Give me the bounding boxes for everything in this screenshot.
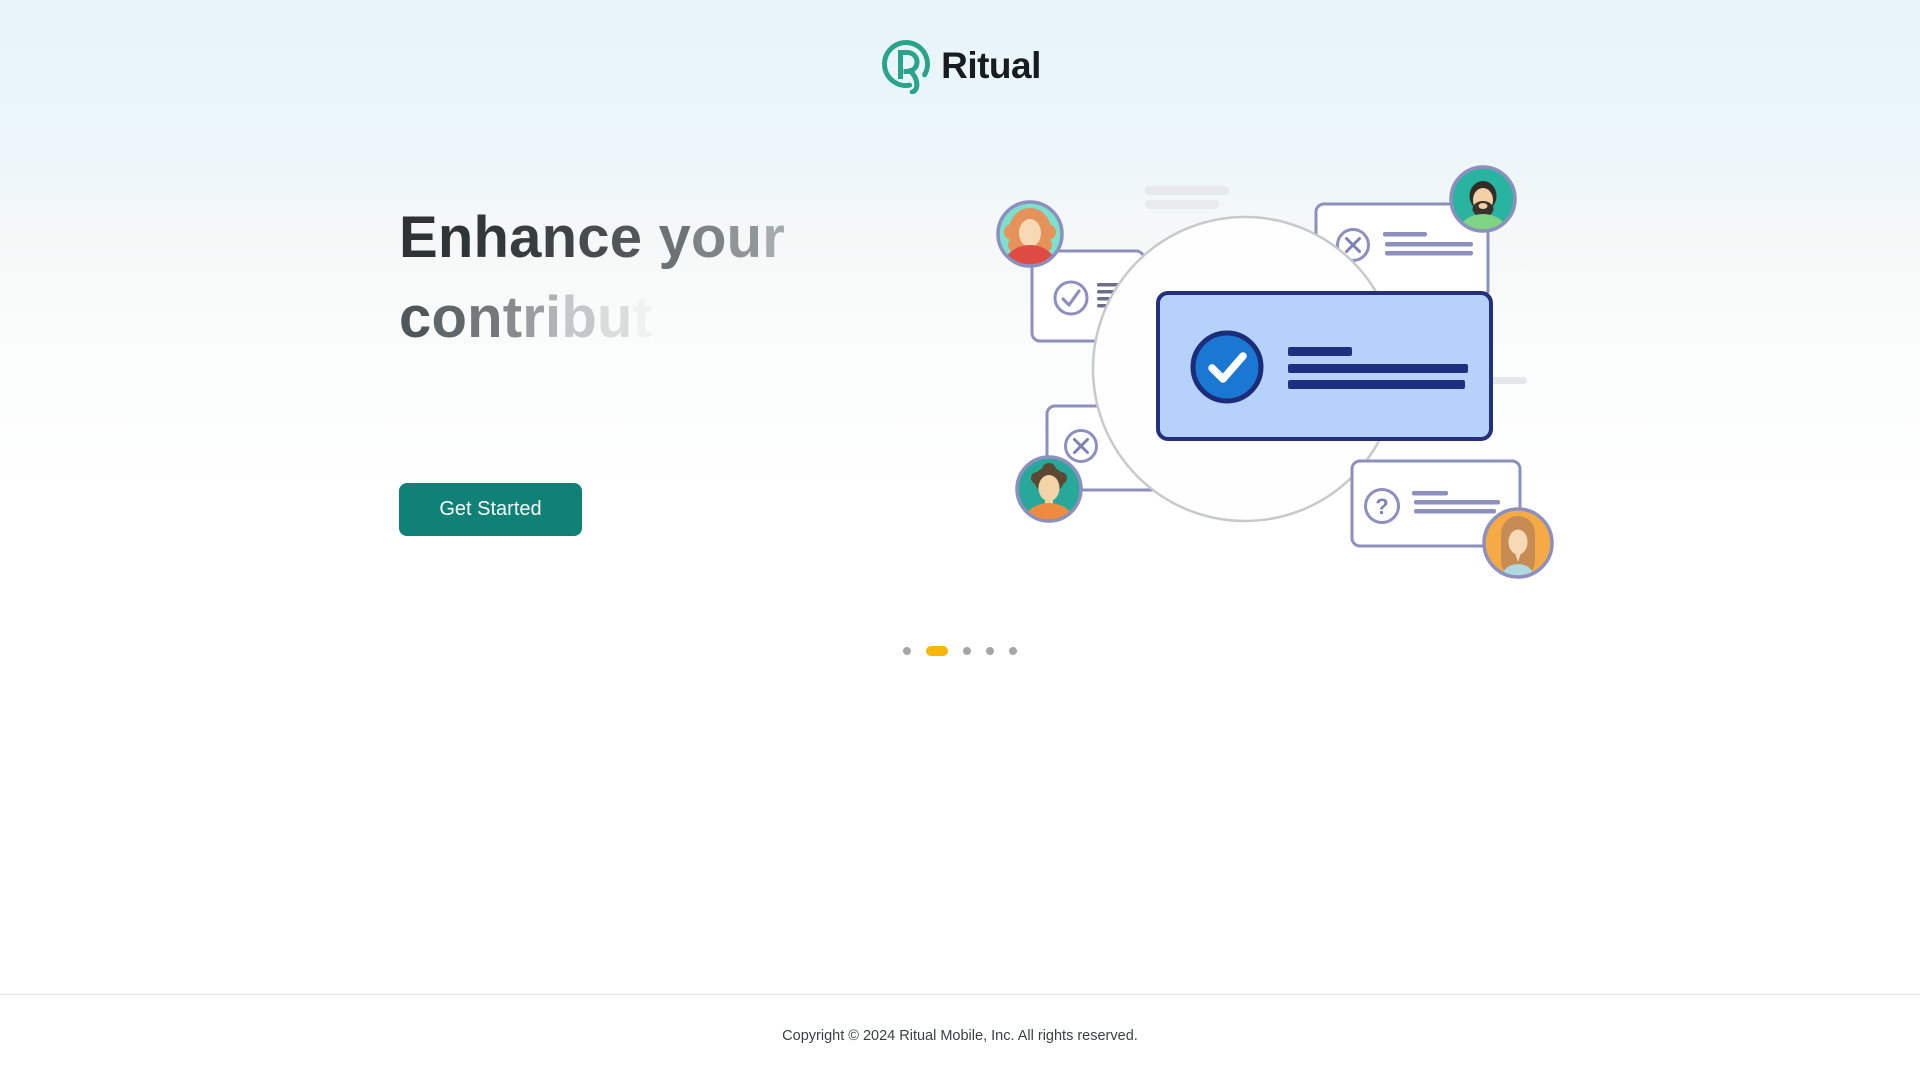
page-title: Enhance your contribut bbox=[399, 198, 785, 358]
heading-line-1: Enhance your bbox=[399, 205, 786, 270]
avatar-woman-red-shirt bbox=[996, 200, 1064, 268]
header-logo: Ritual bbox=[0, 38, 1920, 94]
approved-card bbox=[1156, 291, 1493, 441]
card-question-bottom-right: ? bbox=[1350, 459, 1522, 548]
team-approval-illustration: ? bbox=[996, 165, 1554, 579]
avatar-woman-long-hair-blue-shirt bbox=[1482, 507, 1554, 579]
carousel-dot[interactable] bbox=[1009, 647, 1017, 655]
avatar-man-orange-shirt bbox=[1015, 455, 1083, 523]
get-started-button[interactable]: Get Started bbox=[399, 483, 582, 536]
check-circle-icon bbox=[1053, 280, 1089, 316]
approved-check-badge bbox=[1190, 330, 1264, 404]
logo-text: Ritual bbox=[941, 45, 1041, 86]
x-circle-icon bbox=[1064, 429, 1098, 463]
copyright-text: Copyright © 2024 Ritual Mobile, Inc. All… bbox=[782, 1028, 1138, 1044]
skeleton-lines bbox=[1145, 186, 1229, 209]
carousel-dot[interactable] bbox=[963, 647, 971, 655]
carousel-dot[interactable] bbox=[986, 647, 994, 655]
ritual-logo-icon bbox=[882, 40, 931, 94]
skeleton-line-right bbox=[1491, 377, 1527, 384]
carousel-dot-active[interactable] bbox=[926, 646, 948, 656]
footer-divider bbox=[0, 994, 1920, 995]
heading-line-2: contribut bbox=[399, 285, 653, 350]
avatar-man-beard-green-shirt bbox=[1449, 165, 1517, 233]
carousel-dot[interactable] bbox=[903, 647, 911, 655]
svg-text:?: ? bbox=[1375, 494, 1388, 519]
carousel-dots bbox=[903, 645, 1017, 657]
question-circle-icon: ? bbox=[1364, 488, 1400, 524]
